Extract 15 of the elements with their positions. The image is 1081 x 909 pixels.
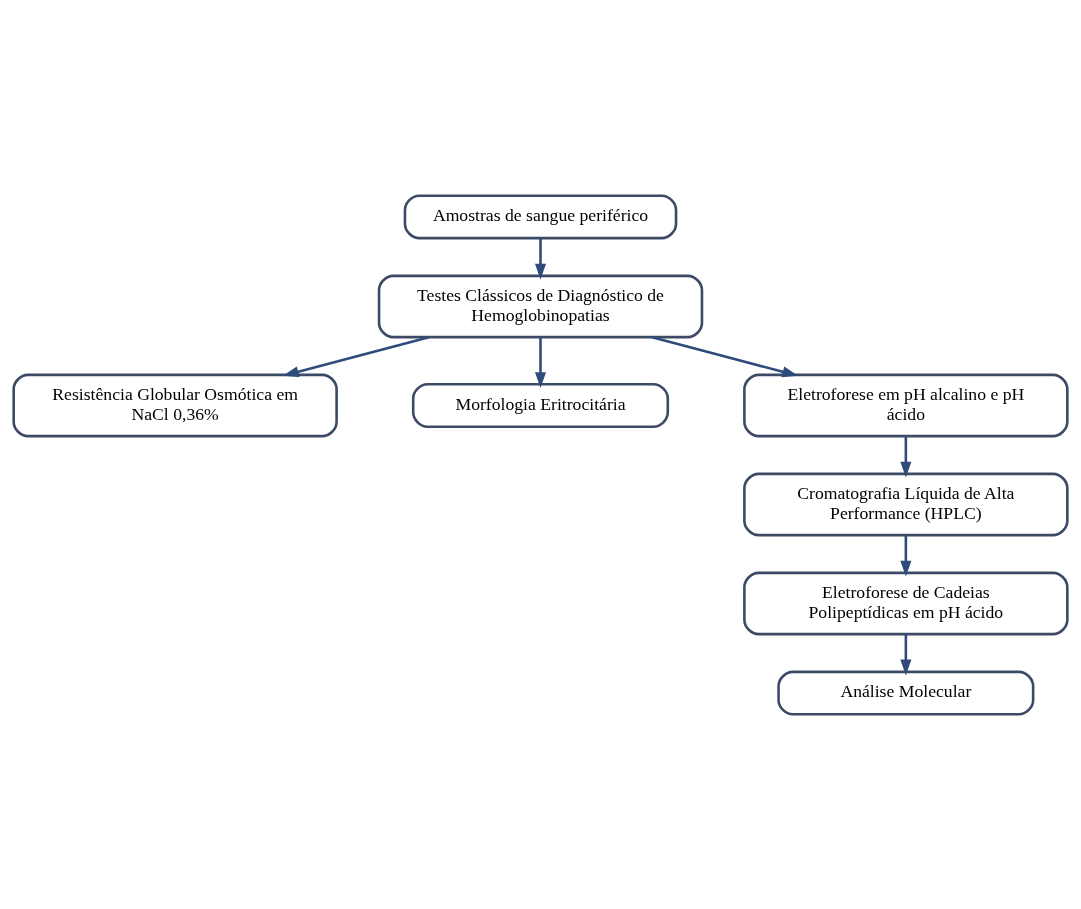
- node-box: Testes Clássicos de Diagnóstico de Hemoglobinopatias: [377, 274, 704, 338]
- node-box: Resistência Globular Osmótica em NaCl 0,36%: [12, 373, 338, 437]
- node-box: Morfologia Eritrocitária: [411, 382, 670, 428]
- node-box: Cromatografia Líquida de Alta Performance (HPLC): [743, 472, 1069, 536]
- node-box: Eletroforese de Cadeias Polipeptídicas em pH ácido: [743, 571, 1069, 635]
- arrow: [900, 534, 912, 577]
- arrow: [534, 336, 547, 388]
- arrow: [900, 435, 912, 478]
- arrow: [900, 633, 912, 675]
- node-box: Análise Molecular: [777, 670, 1035, 716]
- node-box: Amostras de sangue periférico: [403, 193, 678, 239]
- arrow: [534, 237, 547, 280]
- node-box: Eletroforese em pH alcalino e pH ácido: [743, 373, 1069, 437]
- arrow: [282, 335, 430, 377]
- arrow: [651, 335, 799, 377]
